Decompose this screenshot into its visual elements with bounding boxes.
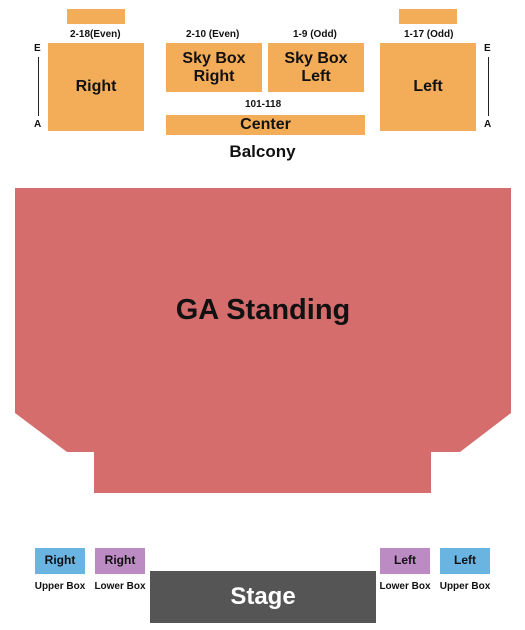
right-upper-box-caption: Upper Box	[34, 581, 86, 592]
balcony-left-seat-range: 1-17 (Odd)	[404, 29, 454, 40]
skybox-right-label-line1: Sky Box	[182, 49, 246, 67]
balcony-left-row-bottom: A	[484, 119, 492, 130]
stage-label: Stage	[230, 582, 296, 610]
balcony-title: Balcony	[229, 142, 296, 161]
balcony-left-row-top: E	[484, 43, 491, 54]
balcony-center-section[interactable]: Center	[166, 115, 365, 135]
balcony-left-row-line	[488, 57, 489, 116]
right-upper-box[interactable]: Right	[35, 548, 85, 574]
ga-standing-label: GA Standing	[175, 294, 351, 326]
ga-standing-section[interactable]	[15, 188, 511, 493]
left-upper-box[interactable]: Left	[440, 548, 490, 574]
skybox-right-seat-range: 2-10 (Even)	[186, 29, 240, 40]
balcony-right-label: Right	[75, 78, 117, 96]
skybox-right-label-line2: Right	[193, 67, 235, 85]
balcony-left-section[interactable]: Left	[380, 43, 476, 131]
balcony-right-seat-range: 2-18(Even)	[70, 29, 121, 40]
balcony-left-extra-block[interactable]	[399, 9, 457, 24]
left-upper-box-caption: Upper Box	[439, 581, 491, 592]
skybox-left-label-line2: Left	[301, 67, 331, 85]
balcony-right-section[interactable]: Right	[48, 43, 144, 131]
right-lower-box[interactable]: Right	[95, 548, 145, 574]
right-upper-box-label: Right	[44, 553, 76, 568]
right-lower-box-label: Right	[104, 553, 136, 568]
left-lower-box[interactable]: Left	[380, 548, 430, 574]
balcony-center-label: Center	[240, 116, 291, 134]
skybox-left-section[interactable]: Sky Box Left	[268, 43, 364, 92]
balcony-right-row-top: E	[34, 43, 41, 54]
stage: Stage	[150, 571, 376, 623]
skybox-right-section[interactable]: Sky Box Right	[166, 43, 262, 92]
balcony-right-row-bottom: A	[34, 119, 42, 130]
balcony-right-extra-block[interactable]	[67, 9, 125, 24]
balcony-center-seat-range: 101-118	[245, 99, 282, 110]
balcony-right-row-line	[38, 57, 39, 116]
balcony-left-label: Left	[413, 78, 443, 96]
right-lower-box-caption: Lower Box	[94, 581, 146, 592]
left-lower-box-label: Left	[394, 553, 416, 568]
skybox-left-label-line1: Sky Box	[284, 49, 348, 67]
skybox-left-seat-range: 1-9 (Odd)	[293, 29, 337, 40]
left-lower-box-caption: Lower Box	[379, 581, 431, 592]
left-upper-box-label: Left	[454, 553, 476, 568]
